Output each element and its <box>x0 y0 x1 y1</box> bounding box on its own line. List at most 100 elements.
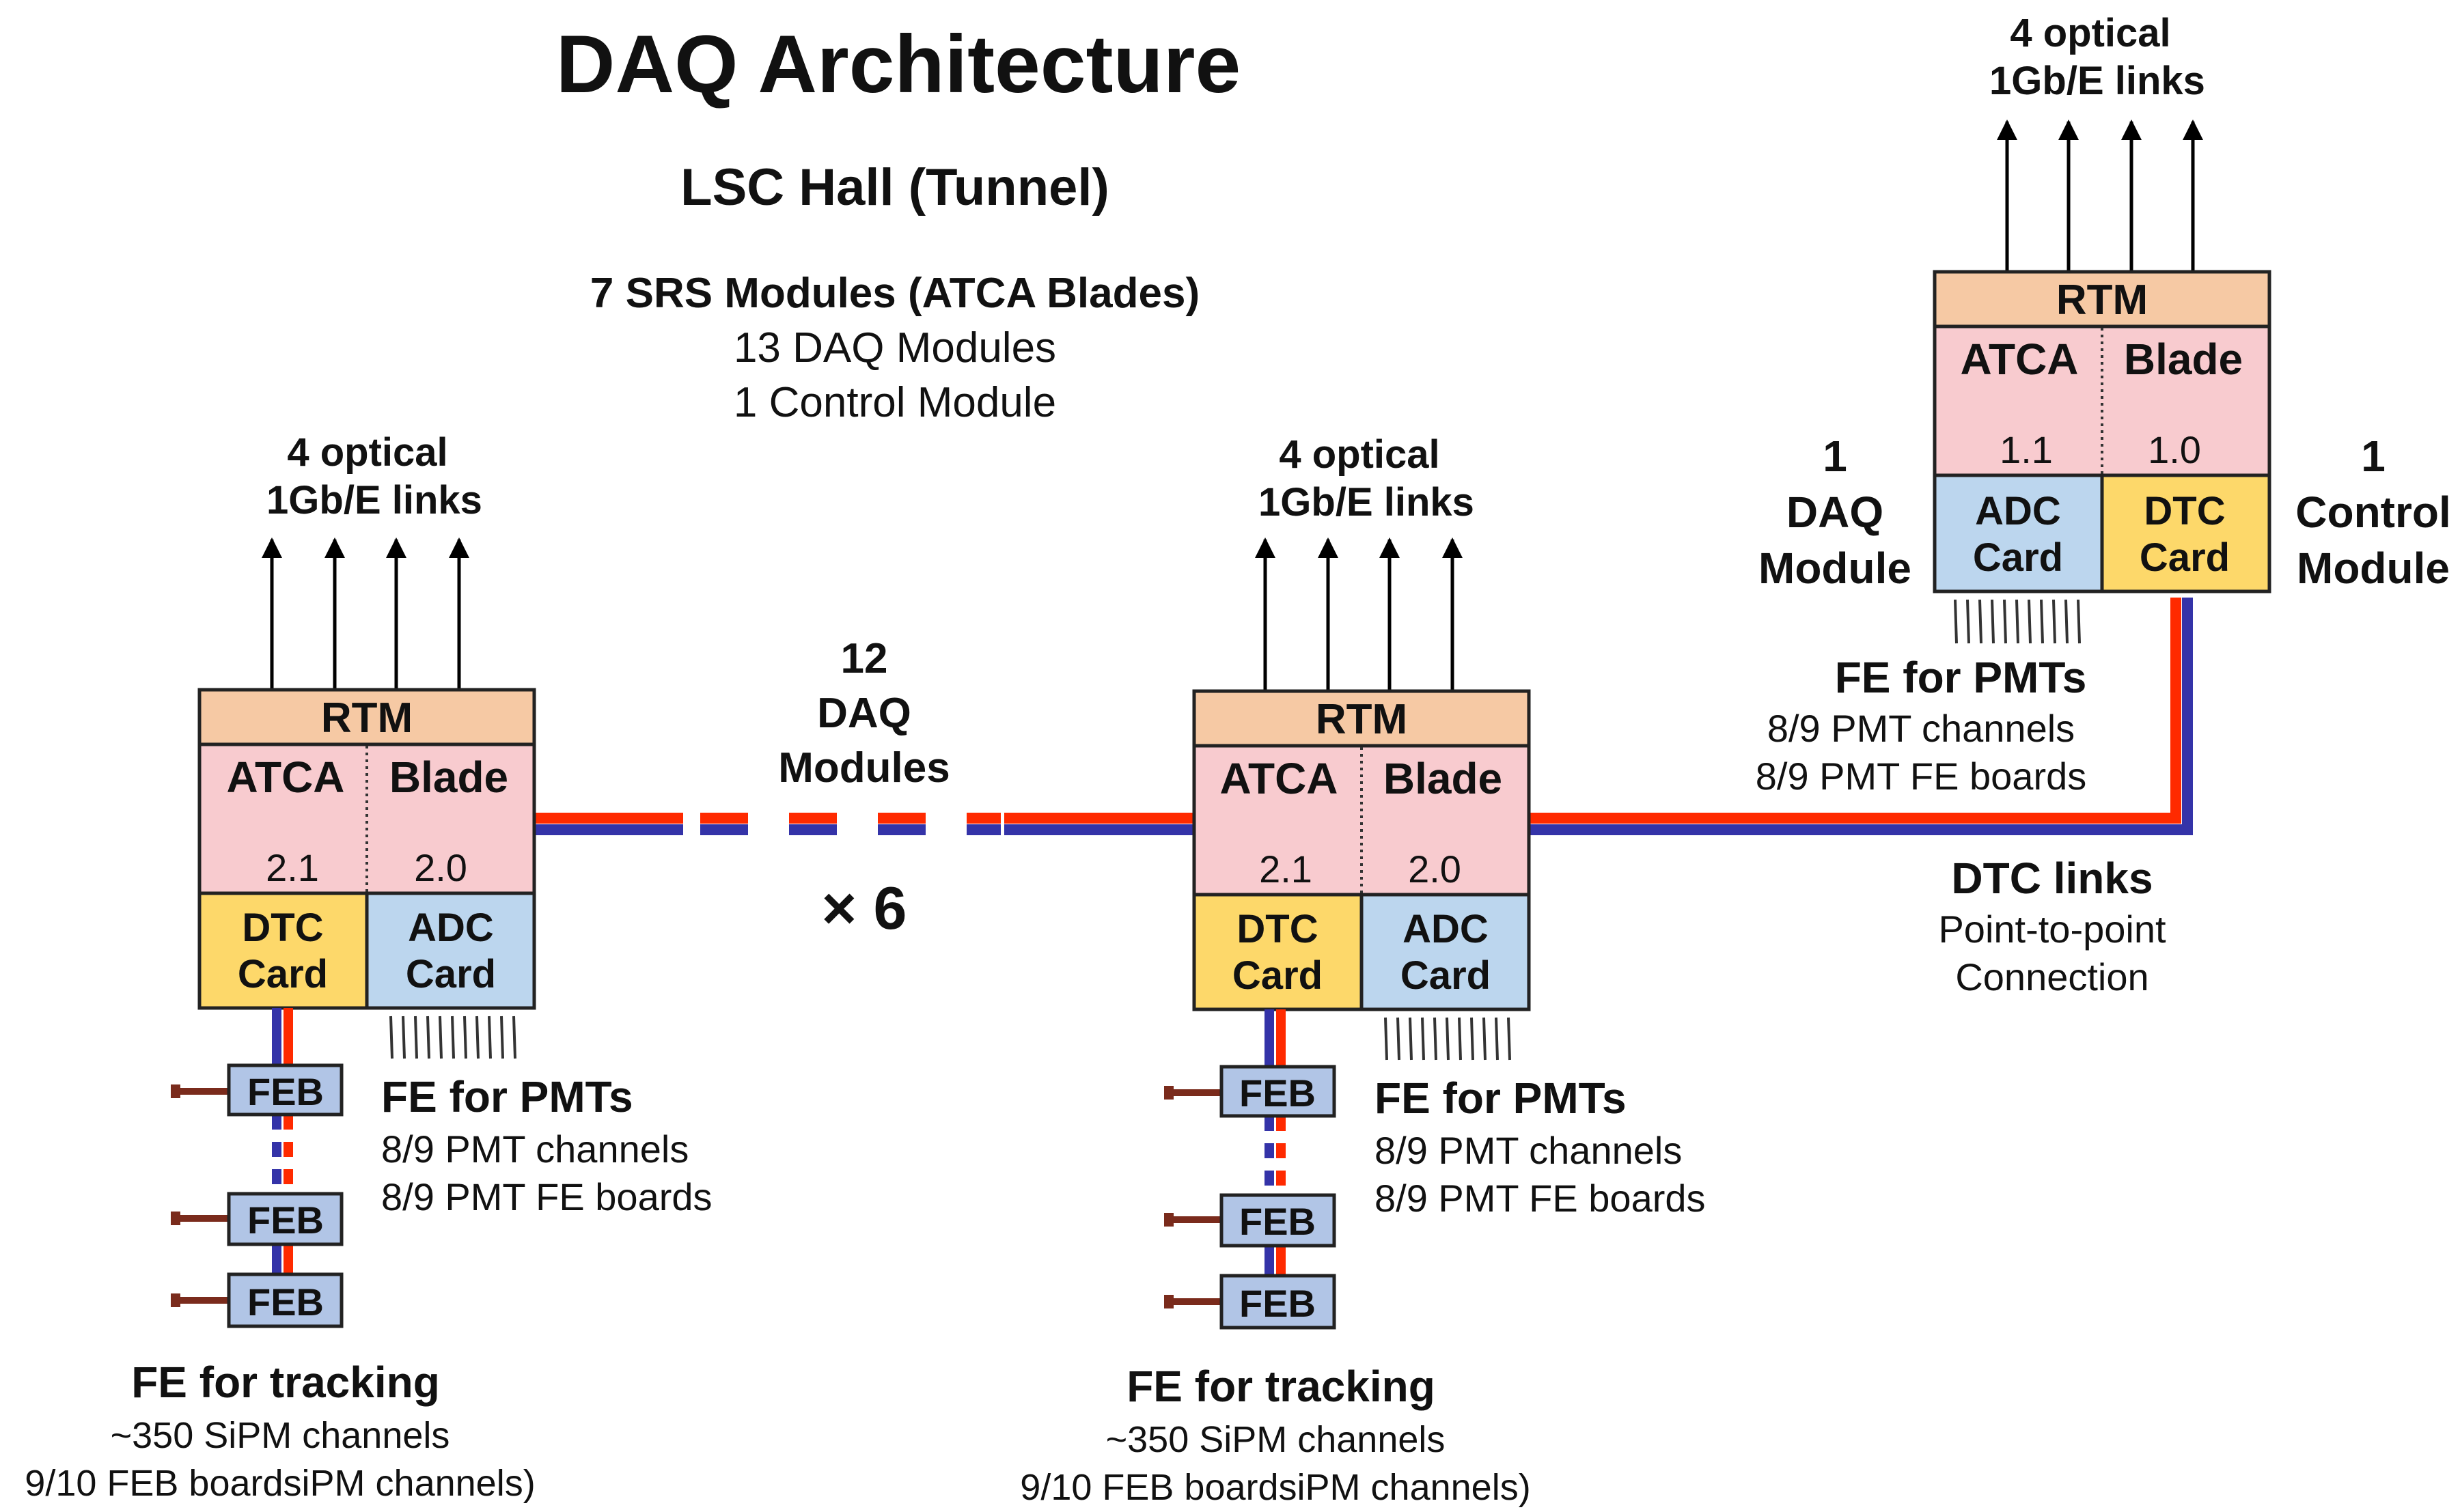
control-blade: 4 optical 1Gb/E links RTM ATCA Blade 1.1… <box>1756 11 2451 998</box>
fe-pmts-boards: 8/9 PMT FE boards <box>1756 755 2087 798</box>
dtc-card-sublabel: Card <box>2140 535 2230 580</box>
feb-chain-cable <box>272 1008 293 1274</box>
pmt-cable-fanout <box>1384 1017 1511 1061</box>
adc-card-label: ADC <box>1975 489 2061 533</box>
feb-board <box>1219 1193 1336 1248</box>
version-left: 2.1 <box>1259 848 1312 891</box>
blade-label: Blade <box>1383 754 1502 803</box>
dtc-card <box>197 891 369 1010</box>
subtitle: LSC Hall (Tunnel) <box>680 158 1109 216</box>
blade-label: Blade <box>389 753 508 802</box>
feb-board <box>1219 1274 1336 1330</box>
fe-pmts-boards: 8/9 PMT FE boards <box>1374 1177 1706 1220</box>
page-title: DAQ Architecture <box>556 18 1241 110</box>
dtc-card-label: DTC <box>242 906 323 950</box>
feb-label: FEB <box>247 1280 324 1324</box>
dtc-links-title: DTC links <box>1951 854 2153 903</box>
summary-control-module: 1 Control Module <box>734 379 1056 426</box>
dtc-card <box>1192 893 1364 1011</box>
feb-label: FEB <box>1239 1200 1316 1243</box>
multiplier: × 6 <box>822 874 907 942</box>
feb-board <box>227 1063 344 1117</box>
optical-label-top: 4 optical <box>287 430 447 475</box>
dtc-card-label: DTC <box>2144 489 2225 533</box>
optical-arrows <box>1997 120 2203 272</box>
fe-tracking-title: FE for tracking <box>131 1358 440 1407</box>
fe-pmts-channels: 8/9 PMT channels <box>1767 707 2075 750</box>
fe-pmts-channels: 8/9 PMT channels <box>1374 1129 1682 1172</box>
fe-pmts-title: FE for PMTs <box>1374 1074 1627 1123</box>
atca-blade-panel <box>1192 744 1531 897</box>
pmt-cable-fanout <box>1954 599 2081 644</box>
feb-label: FEB <box>1239 1072 1316 1115</box>
dtc-card-sublabel: Card <box>238 952 328 996</box>
adc-card <box>365 891 536 1010</box>
fe-tracking-boards: 9/10 FEB boardsiPM channels) <box>1020 1467 1530 1508</box>
optical-label-bottom: 1Gb/E links <box>1989 59 2205 103</box>
feb-board <box>227 1192 344 1246</box>
dtc-card-sublabel: Card <box>1232 953 1323 998</box>
feb-connectors <box>176 1088 229 1304</box>
adc-card-sublabel: Card <box>1973 535 2063 580</box>
atca-blade-panel <box>1933 324 2271 477</box>
daq-module-count: 1 <box>1823 432 1847 481</box>
daq-count-number: 12 <box>841 635 888 682</box>
version-right: 2.0 <box>1408 848 1461 891</box>
daq-count-unit: Modules <box>778 744 950 792</box>
adc-card <box>1359 893 1531 1011</box>
rtm-panel <box>1933 270 2271 328</box>
pmt-cable-fanout <box>389 1016 516 1059</box>
feb-connectors <box>1170 1089 1221 1305</box>
feb-label: FEB <box>247 1070 324 1113</box>
adc-card-label: ADC <box>1402 907 1489 951</box>
control-module-label: Control <box>2295 488 2451 537</box>
fe-pmts-channels: 8/9 PMT channels <box>381 1128 689 1171</box>
feb-board <box>1219 1065 1336 1118</box>
adc-card-label: ADC <box>408 906 494 950</box>
fe-pmts-title: FE for PMTs <box>1835 653 2087 702</box>
rtm-panel <box>197 688 536 746</box>
daq-count-label: DAQ <box>817 690 911 737</box>
feb-connector-ends <box>1164 1086 1174 1308</box>
control-module-count: 1 <box>2361 432 2386 481</box>
fe-tracking-title: FE for tracking <box>1127 1362 1435 1411</box>
feb-label: FEB <box>1239 1282 1316 1325</box>
feb-board <box>227 1272 344 1328</box>
optical-arrows <box>1255 537 1463 691</box>
control-module-sublabel: Module <box>2297 544 2450 593</box>
optical-label-top: 4 optical <box>1279 432 1439 477</box>
fe-pmts-title: FE for PMTs <box>381 1072 633 1121</box>
summary-srs-modules: 7 SRS Modules (ATCA Blades) <box>590 270 1200 317</box>
version-right: 1.0 <box>2148 428 2201 471</box>
daq-module-sublabel: Module <box>1758 544 1911 593</box>
feb-chain-cable <box>1264 1009 1286 1276</box>
atca-label: ATCA <box>1220 754 1338 803</box>
fe-tracking-channels: ~350 SiPM channels <box>111 1415 450 1456</box>
rtm-label: RTM <box>321 695 413 742</box>
daq-module-label: DAQ <box>1786 488 1883 537</box>
version-left: 1.1 <box>2000 428 2053 471</box>
atca-blade-panel <box>197 742 536 895</box>
feb-label: FEB <box>247 1199 324 1242</box>
daq-blade-middle: 4 optical 1Gb/E links RTM ATCA Blade 2.1… <box>1020 432 1705 1508</box>
rtm-label: RTM <box>1316 696 1407 743</box>
link-middle-to-control <box>1529 598 2193 835</box>
version-right: 2.0 <box>414 846 467 889</box>
atca-label: ATCA <box>227 753 345 802</box>
fe-tracking-boards: 9/10 FEB boardsiPM channels) <box>25 1463 535 1504</box>
optical-label-top: 4 optical <box>2010 11 2170 55</box>
optical-label-bottom: 1Gb/E links <box>1258 480 1474 524</box>
dtc-links-type: Point-to-point <box>1938 908 2166 951</box>
fe-pmts-boards: 8/9 PMT FE boards <box>381 1175 713 1218</box>
dtc-card <box>2100 473 2271 593</box>
dtc-card-label: DTC <box>1236 907 1318 951</box>
optical-arrows <box>262 537 469 691</box>
adc-card-sublabel: Card <box>406 952 496 996</box>
daq-blade-left: 4 optical 1Gb/E links RTM ATCA Blade 2.1… <box>25 430 712 1504</box>
adc-card-sublabel: Card <box>1400 953 1491 998</box>
version-left: 2.1 <box>266 846 319 889</box>
blade-label: Blade <box>2124 335 2243 384</box>
dtc-links-connection: Connection <box>1955 955 2148 998</box>
feb-connector-ends <box>171 1084 180 1307</box>
